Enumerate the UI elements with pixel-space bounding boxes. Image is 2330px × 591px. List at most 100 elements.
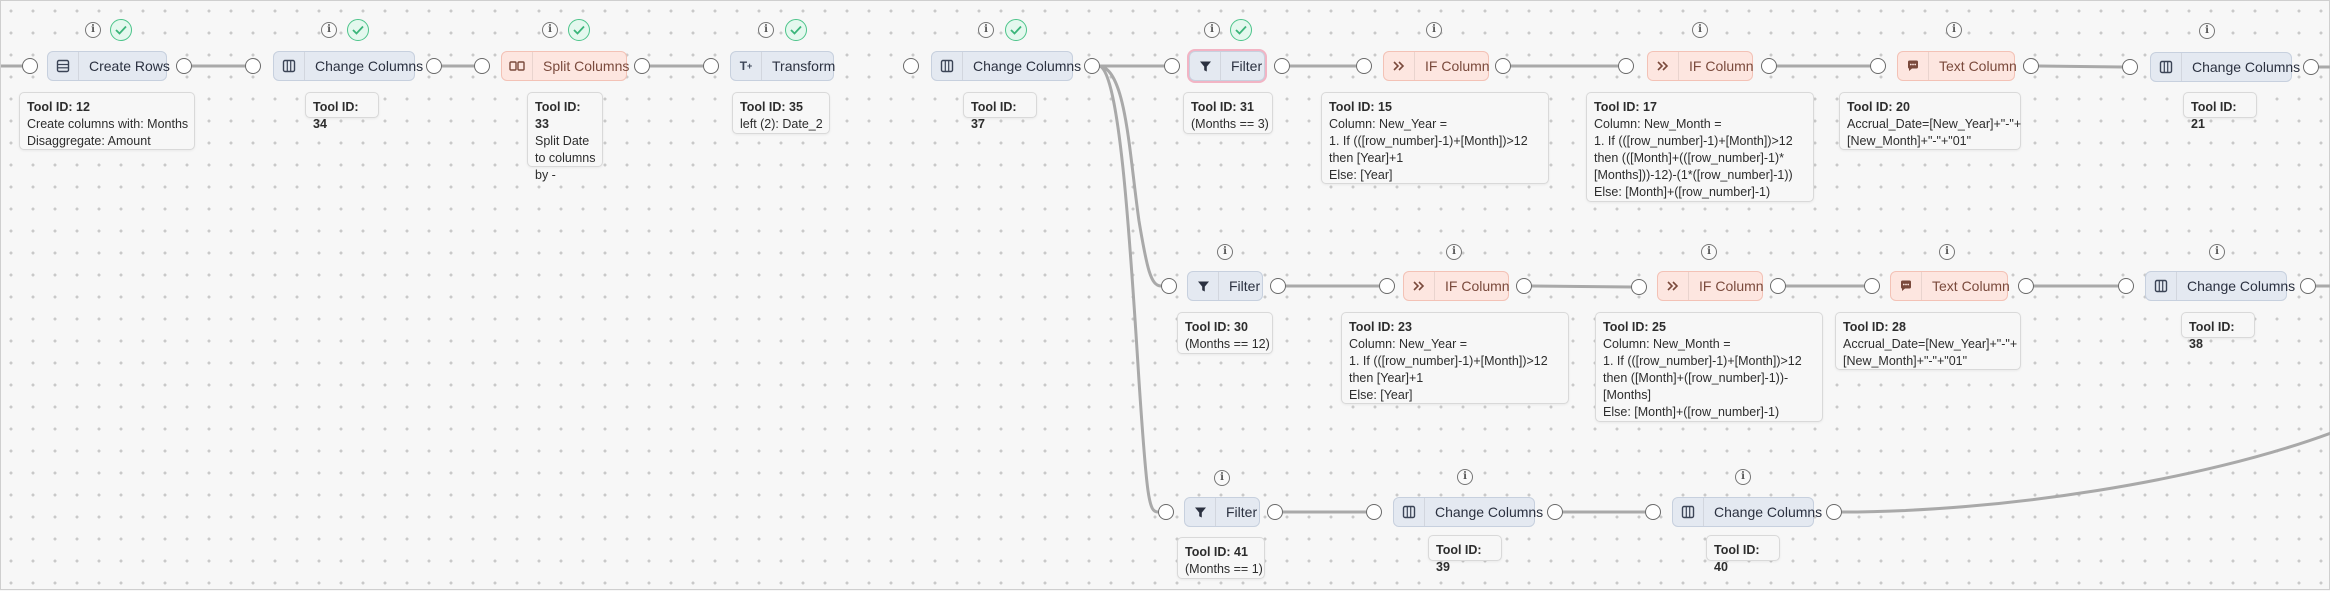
transform-node[interactable]: T+ Transform — [730, 51, 835, 81]
output-port[interactable] — [2303, 59, 2319, 75]
tool-id: Tool ID: 39 — [1436, 543, 1482, 574]
if-column-node[interactable]: IF Column — [1403, 271, 1510, 301]
output-port[interactable] — [1770, 278, 1786, 294]
info-icon[interactable]: i — [542, 22, 558, 38]
tool-id: Tool ID: 37 — [971, 100, 1017, 131]
change-columns-node[interactable]: Change Columns — [931, 51, 1081, 81]
input-port[interactable] — [2122, 59, 2138, 75]
text-column-node[interactable]: Text Column — [1897, 51, 2017, 81]
input-port[interactable] — [22, 58, 38, 74]
output-port[interactable] — [2023, 58, 2039, 74]
node-label: Change Columns — [1714, 504, 1823, 520]
tool-id: Tool ID: 38 — [2189, 320, 2235, 351]
card-line: then [Year]+1 — [1329, 151, 1404, 165]
input-port[interactable] — [2118, 278, 2134, 294]
card-line: [Months]))-12)-(1*([row_number]-1)) — [1594, 168, 1793, 182]
change-columns-node[interactable]: Change Columns — [1393, 497, 1543, 527]
input-port[interactable] — [245, 58, 261, 74]
output-port[interactable] — [1274, 58, 1290, 74]
info-icon[interactable]: i — [321, 22, 337, 38]
card-line: Column: New_Year = — [1349, 337, 1468, 351]
input-port[interactable] — [1366, 504, 1382, 520]
input-port[interactable] — [1631, 279, 1647, 295]
text-column-icon — [1898, 52, 1929, 80]
card-line: then (([Month]+(([row_number]-1)* — [1594, 151, 1785, 165]
input-port[interactable] — [1864, 278, 1880, 294]
info-icon[interactable]: i — [978, 22, 994, 38]
output-port[interactable] — [1267, 504, 1283, 520]
input-port[interactable] — [703, 58, 719, 74]
tool-id: Tool ID: 23 — [1349, 320, 1412, 334]
tool-card-17: Tool ID: 17 Column: New_Month = 1. If ((… — [1586, 92, 1814, 202]
filter-node[interactable]: Filter — [1187, 271, 1263, 301]
input-port[interactable] — [1870, 58, 1886, 74]
tool-card-15: Tool ID: 15 Column: New_Year = 1. If (([… — [1321, 92, 1549, 184]
info-icon[interactable]: i — [1204, 22, 1220, 38]
if-column-node[interactable]: IF Column — [1657, 271, 1764, 301]
input-port[interactable] — [1645, 504, 1661, 520]
if-column-icon — [1384, 52, 1415, 80]
card-line: left (2): Date_2 — [740, 117, 823, 131]
output-port[interactable] — [426, 58, 442, 74]
info-icon[interactable]: i — [1946, 22, 1962, 38]
input-port[interactable] — [1379, 278, 1395, 294]
input-port[interactable] — [1356, 58, 1372, 74]
if-column-node[interactable]: IF Column — [1383, 51, 1490, 81]
card-line: then ([Month]+([row_number]-1))- — [1603, 371, 1789, 385]
filter-node-selected[interactable]: Filter — [1189, 51, 1265, 81]
split-columns-node[interactable]: Split Columns — [501, 51, 629, 81]
filter-node[interactable]: Filter — [1184, 497, 1260, 527]
card-line: [Months] — [1603, 388, 1651, 402]
tool-card-33: Tool ID: 33 Split Date to columns by - — [527, 92, 603, 182]
info-icon[interactable]: i — [758, 22, 774, 38]
tool-id: Tool ID: 21 — [2191, 100, 2237, 131]
output-port[interactable] — [1084, 58, 1100, 74]
output-port[interactable] — [2018, 278, 2034, 294]
change-columns-node[interactable]: Change Columns — [1672, 497, 1822, 527]
card-line: (Months == 1) — [1185, 562, 1263, 576]
change-columns-node[interactable]: Change Columns — [273, 51, 423, 81]
if-column-node[interactable]: IF Column — [1647, 51, 1754, 81]
info-icon[interactable]: i — [85, 22, 101, 38]
input-port[interactable] — [1161, 278, 1177, 294]
change-columns-node[interactable]: Change Columns — [2145, 271, 2295, 301]
card-line: 1. If (([row_number]-1)+[Month])>12 — [1349, 354, 1548, 368]
output-port[interactable] — [634, 58, 650, 74]
info-icon[interactable]: i — [2209, 244, 2225, 260]
input-port[interactable] — [474, 58, 490, 74]
input-port[interactable] — [1164, 58, 1180, 74]
output-port[interactable] — [2300, 278, 2316, 294]
output-port[interactable] — [1516, 278, 1532, 294]
output-port[interactable] — [1547, 504, 1563, 520]
card-line: Split Date — [535, 134, 590, 148]
info-icon[interactable]: i — [1701, 244, 1717, 260]
output-port[interactable] — [1270, 278, 1286, 294]
tool-card-12: Tool ID: 12 Create columns with: Months … — [19, 92, 195, 150]
info-icon[interactable]: i — [1735, 469, 1751, 485]
info-icon[interactable]: i — [1214, 470, 1230, 486]
tool-card-41: Tool ID: 41 (Months == 1) — [1177, 537, 1265, 579]
input-port[interactable] — [1618, 58, 1634, 74]
input-port[interactable] — [1158, 504, 1174, 520]
info-icon[interactable]: i — [1426, 22, 1442, 38]
info-icon[interactable]: i — [1939, 244, 1955, 260]
text-column-node[interactable]: Text Column — [1890, 271, 2010, 301]
output-port[interactable] — [176, 58, 192, 74]
info-icon[interactable]: i — [1446, 244, 1462, 260]
node-label: Split Columns — [543, 58, 630, 74]
info-icon[interactable]: i — [2199, 23, 2215, 39]
info-icon[interactable]: i — [1217, 244, 1233, 260]
create-rows-node[interactable]: Create Rows — [47, 51, 170, 81]
if-column-icon — [1404, 272, 1435, 300]
info-icon[interactable]: i — [1457, 469, 1473, 485]
card-line: by - — [535, 168, 556, 182]
columns-icon — [1394, 498, 1425, 526]
output-port[interactable] — [903, 58, 919, 74]
output-port[interactable] — [1495, 58, 1511, 74]
output-port[interactable] — [1761, 58, 1777, 74]
output-port[interactable] — [1826, 504, 1842, 520]
info-icon[interactable]: i — [1692, 22, 1708, 38]
change-columns-node[interactable]: Change Columns — [2150, 52, 2300, 82]
